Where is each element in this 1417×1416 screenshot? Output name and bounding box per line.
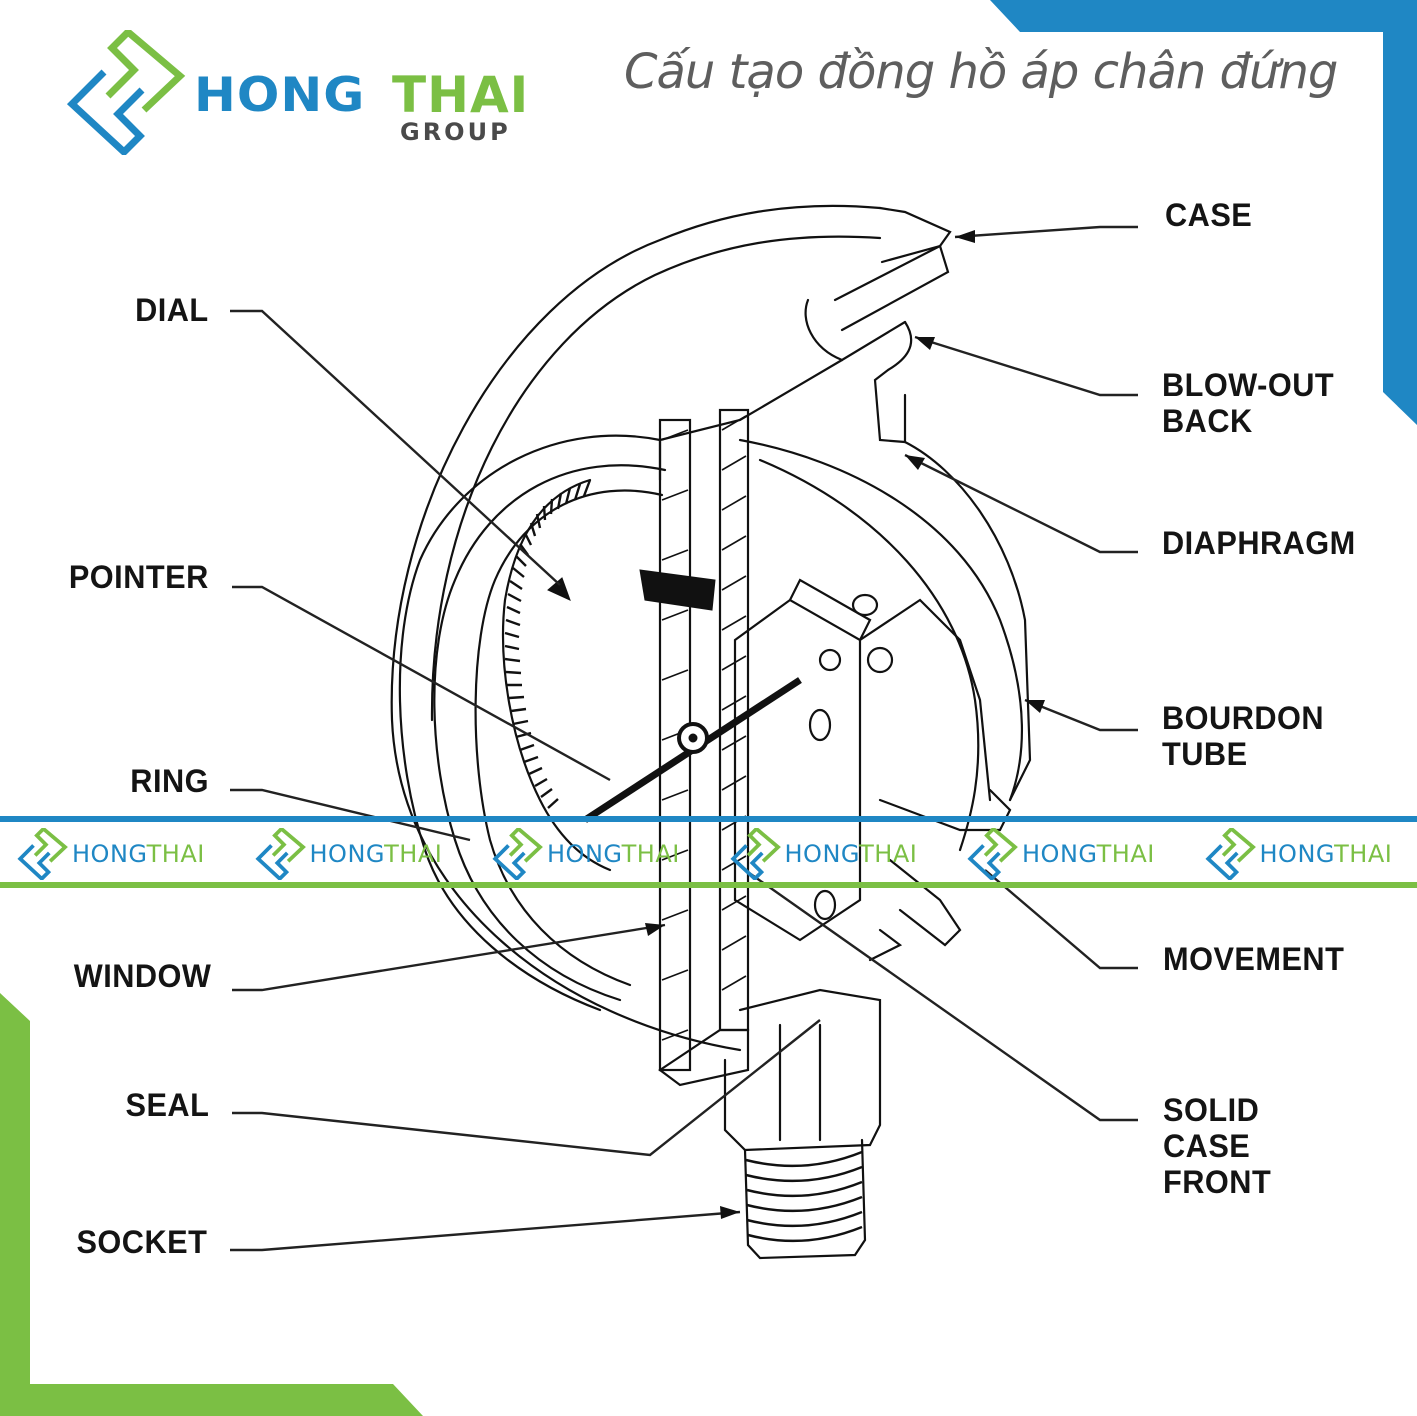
leader-bourdon [1024,698,1138,732]
leader-window [232,923,666,992]
brand-logo: HONG THAI GROUP [62,30,542,155]
label-blow-out-line1: BLOW-OUT [1162,367,1335,403]
watermark-logo: HONGTHAI [254,828,484,880]
logo-text-hong: HONG [194,67,366,123]
watermark-logo: HONGTHAI [729,828,959,880]
watermark-text: HONGTHAI [784,840,918,868]
gauge-body [390,204,1032,1260]
leader-seal [232,1019,821,1157]
label-bourdon-line2: TUBE [1162,736,1248,772]
label-solid-line2: CASE [1163,1128,1251,1164]
leader-socket [230,1210,741,1252]
leader-diaphragm [904,453,1138,554]
watermark-mark-icon [17,828,68,880]
watermark-text: HONGTHAI [1259,840,1393,868]
watermark-logo: HONGTHAI [966,828,1196,880]
dial-ticks [504,479,592,809]
pointer [547,569,802,823]
leader-ring [230,788,471,842]
label-case: CASE [1165,197,1253,233]
watermark-mark-icon [254,828,306,880]
label-bourdon-tube: BOURDON TUBE [1162,700,1324,772]
label-dial: DIAL [135,292,209,328]
label-ring: RING [130,763,209,799]
label-pointer: POINTER [69,559,209,595]
watermark-logo: HONGTHAI [491,828,721,880]
logo-mark-icon [66,30,186,155]
label-solid-line3: FRONT [1163,1164,1272,1200]
watermark-band: HONGTHAI HONGTHAI HONGTHAI HONGTHAI HONGTHAI… [0,816,1417,890]
watermark-mark-icon [729,828,781,880]
label-diaphragm: DIAPHRAGM [1162,525,1356,561]
case-top [878,206,952,264]
label-blow-out-back: BLOW-OUT BACK [1162,367,1334,439]
back-arc-1 [738,438,1023,802]
leader-lines [230,225,1138,1252]
page-title: Cấu tạo đồng hồ áp chân đứng [624,44,1338,100]
leader-case [954,225,1138,239]
ring-arc-1 [398,434,662,1012]
watermark-mark-icon [492,828,543,880]
label-window: WINDOW [73,958,211,994]
socket-threads [745,1150,863,1243]
watermark-text: HONGTHAI [1022,840,1155,868]
watermark-text: HONGTHAI [547,840,680,868]
label-blow-out-line2: BACK [1162,403,1253,439]
watermark-logo: HONGTHAI [1204,828,1417,880]
band-bottom-line [0,882,1417,888]
leader-blow-out [914,335,1138,397]
leader-solid-case [744,869,1138,1122]
band-top-line [0,816,1417,822]
label-movement: MOVEMENT [1163,941,1345,977]
dial-brand-mark [639,569,716,611]
label-seal: SEAL [125,1087,209,1123]
watermark-text: HONGTHAI [72,840,205,868]
watermark-mark-icon [1204,828,1256,880]
label-bourdon-line1: BOURDON [1162,700,1325,736]
watermark-text: HONGTHAI [309,840,443,868]
ring-arc-2 [433,464,667,1002]
dial-arc [501,478,612,872]
logo-text-group: GROUP [400,118,511,146]
label-solid-case-front: SOLID CASE FRONT [1163,1092,1271,1200]
label-solid-line1: SOLID [1163,1092,1260,1128]
back-arc-2 [758,458,980,852]
section-hatching [661,415,747,1041]
socket-body [723,988,882,1152]
label-socket: SOCKET [76,1224,207,1260]
leader-pointer [232,585,611,782]
watermark-logo: HONGTHAI [16,828,246,880]
leader-arrowheads [645,230,1045,1219]
leader-dial [230,309,561,586]
watermark-mark-icon [967,828,1018,880]
socket-thread [743,1138,867,1260]
case-outer-arc [390,204,882,1052]
leader-movement [984,869,1138,970]
logo-text-thai: THAI [392,66,530,124]
case-inner-arc [430,235,882,722]
ring-arc-3 [474,489,664,987]
